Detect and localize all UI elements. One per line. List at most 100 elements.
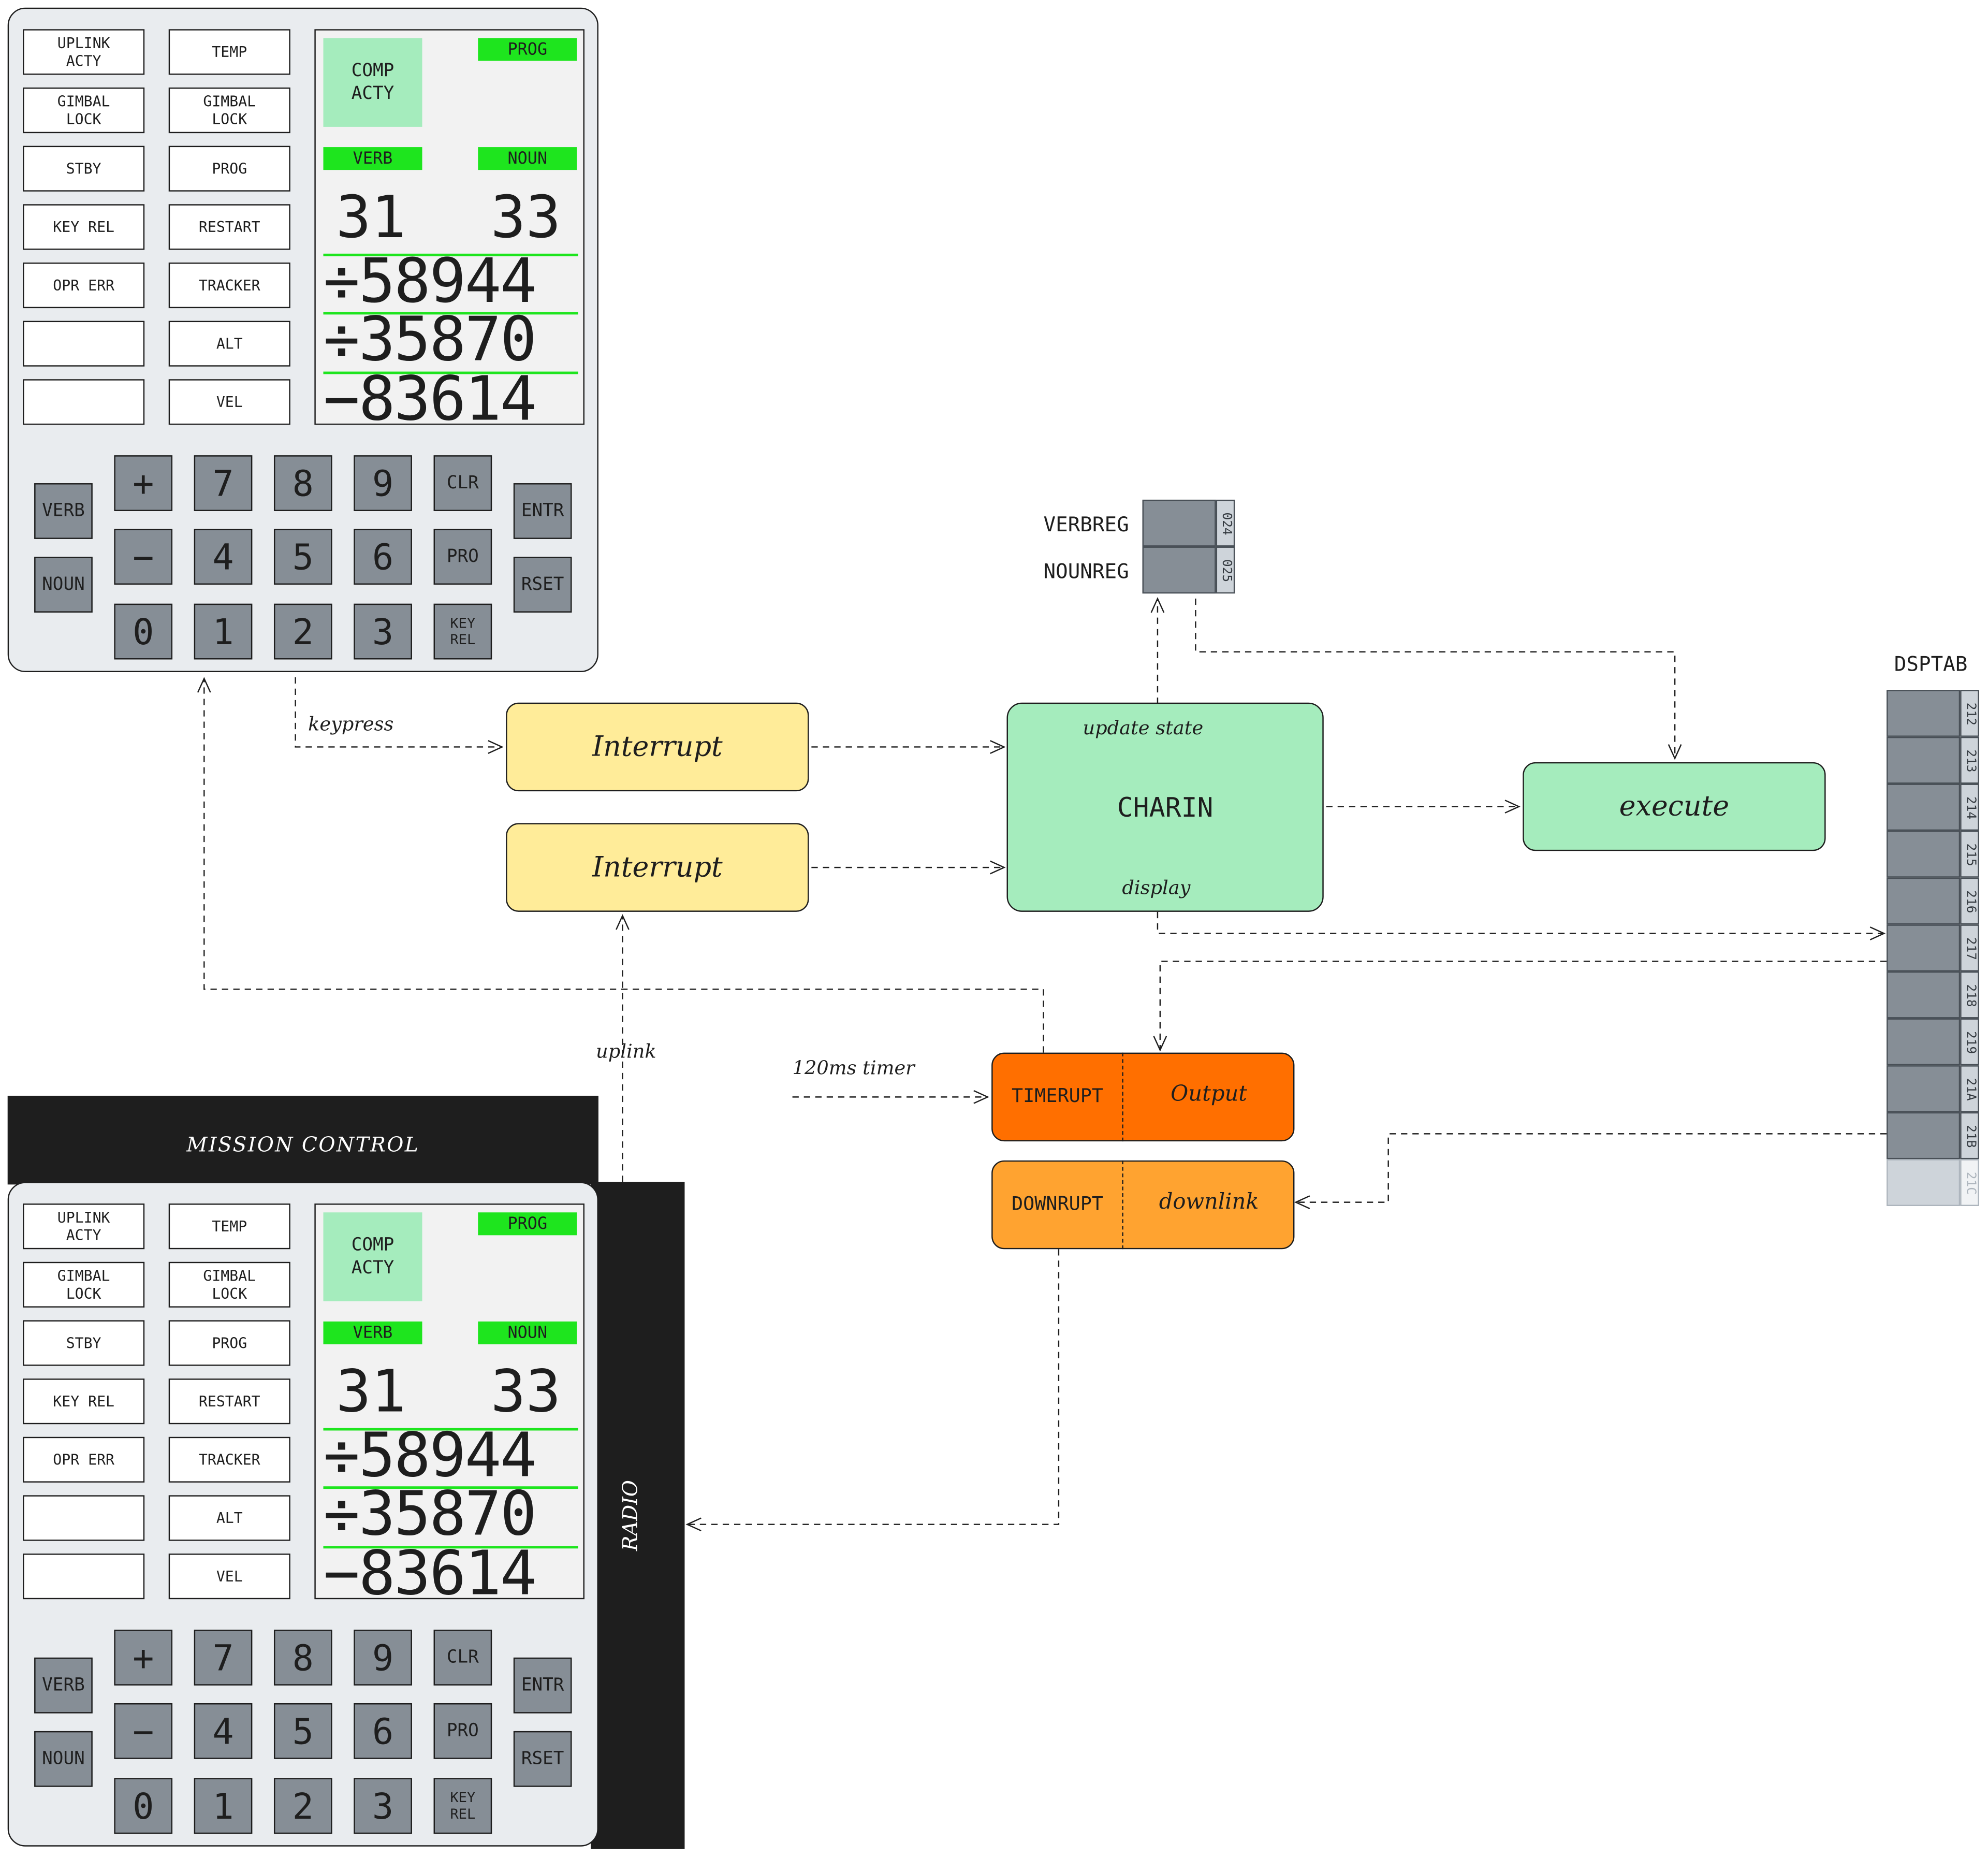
dsptab-address: 214: [1960, 784, 1979, 831]
verbreg-label: VERBREG: [1043, 512, 1129, 536]
segment-divider: [323, 1546, 578, 1548]
indicator-light: GIMBAL LOCK: [168, 1261, 290, 1308]
dsptab-address-text: 21B: [1963, 1124, 1977, 1148]
key-button: 1: [194, 1778, 253, 1834]
execute-box: execute: [1523, 762, 1826, 851]
segment-divider: [323, 1428, 578, 1430]
dsptab-address-text: 214: [1963, 795, 1977, 819]
verb-value: 31: [335, 1357, 406, 1426]
downrupt-label: DOWNRUPT: [1011, 1192, 1103, 1215]
key-button: KEY REL: [433, 1778, 492, 1834]
indicator-light: [23, 379, 145, 425]
noun-label: NOUN: [478, 147, 577, 170]
dsptab-cell: [1887, 1065, 1961, 1112]
dsptab-address: 219: [1960, 1018, 1979, 1066]
output-label: Output: [1171, 1081, 1248, 1107]
dsptab-cell: [1887, 971, 1961, 1019]
timer-label: 120ms timer: [792, 1056, 915, 1080]
indicator-light: VEL: [168, 379, 290, 425]
dsptab-address: 21C: [1960, 1159, 1979, 1206]
key-button: PRO: [433, 1703, 492, 1759]
mission-control-label: MISSION CONTROL: [186, 1132, 420, 1157]
indicator-light: OPR ERR: [23, 262, 145, 309]
nounreg-cell: [1142, 546, 1216, 594]
dsptab-address: 213: [1960, 736, 1979, 784]
register-3: −83614: [323, 1538, 536, 1609]
dsptab-cell: [1887, 1112, 1961, 1159]
indicator-light: TEMP: [168, 29, 290, 75]
registers-to-execute: [1195, 598, 1682, 760]
dsptab-address-text: 218: [1963, 983, 1977, 1007]
timerupt-to-dsky: [197, 677, 1044, 1053]
indicator-light: STBY: [23, 146, 145, 192]
register-2: ÷35870: [323, 1478, 536, 1550]
key-button: 1: [194, 603, 253, 660]
key-button: 6: [354, 1703, 412, 1759]
dsptab-address-text: 21C: [1963, 1171, 1977, 1194]
segment-divider: [323, 371, 578, 374]
dsptab-address: 212: [1960, 690, 1979, 737]
verb-key-button: VERB: [34, 483, 93, 539]
key-button: −: [114, 529, 173, 585]
dsptab-cell: [1887, 784, 1961, 831]
key-button: 7: [194, 1629, 253, 1686]
dsptab-address: 218: [1960, 971, 1979, 1019]
key-button: −: [114, 1703, 173, 1759]
dsptab-address: 216: [1960, 877, 1979, 925]
segment-divider: [323, 253, 578, 256]
indicator-light: GIMBAL LOCK: [168, 87, 290, 134]
key-button: 0: [114, 603, 173, 660]
key-button: 2: [273, 1778, 332, 1834]
indicator-light: TEMP: [168, 1203, 290, 1250]
display-label: display: [1122, 876, 1191, 900]
key-button: 9: [354, 455, 412, 511]
verb-key-button: VERB: [34, 1657, 93, 1714]
dsptab-cell: [1887, 690, 1961, 737]
dsptab-address-text: 217: [1963, 936, 1977, 960]
interrupt-box-uplink: Interrupt: [506, 823, 809, 912]
prog-label: PROG: [478, 38, 577, 61]
noun-value: 33: [490, 1357, 561, 1426]
indicator-light: [23, 1495, 145, 1541]
mission-control-panel: [7, 1095, 598, 1185]
noun-label: NOUN: [478, 1321, 577, 1344]
indicator-light: ALT: [168, 1495, 290, 1541]
register-3: −83614: [323, 364, 536, 436]
key-button: 5: [273, 1703, 332, 1759]
charin-label: CHARIN: [1117, 792, 1214, 823]
uplink-label: uplink: [596, 1040, 656, 1063]
indicator-light: UPLINK ACTY: [23, 1203, 145, 1250]
timerupt-divider: [1122, 1052, 1123, 1142]
key-button: 5: [273, 529, 332, 585]
indicator-light: TRACKER: [168, 1437, 290, 1483]
key-button: 2: [273, 603, 332, 660]
downrupt-divider: [1122, 1160, 1123, 1250]
dsptab-address-text: 213: [1963, 749, 1977, 772]
register-1: ÷58944: [323, 1420, 536, 1492]
indicator-light: RESTART: [168, 1379, 290, 1425]
verb-label: VERB: [323, 147, 422, 170]
rset-key-button: RSET: [513, 1731, 572, 1787]
dsptab-cell: [1887, 1018, 1961, 1066]
key-button: 8: [273, 1629, 332, 1686]
dsptab-cell: [1887, 877, 1961, 925]
key-button: 4: [194, 529, 253, 585]
key-button: CLR: [433, 455, 492, 511]
downrupt-box: [991, 1160, 1295, 1250]
indicator-light: OPR ERR: [23, 1437, 145, 1483]
dsptab-cell: [1887, 1159, 1961, 1206]
display-to-dsptab: [1157, 911, 1886, 940]
segment-divider: [323, 312, 578, 314]
prog-label: PROG: [478, 1212, 577, 1236]
rset-key-button: RSET: [513, 557, 572, 613]
timerupt-label: TIMERUPT: [1011, 1084, 1103, 1107]
register-1: ÷58944: [323, 246, 536, 317]
dsptab-address-text: 212: [1963, 702, 1977, 725]
indicator-light: RESTART: [168, 204, 290, 250]
dsptab-address-text: 216: [1963, 889, 1977, 913]
indicator-light: [23, 321, 145, 367]
